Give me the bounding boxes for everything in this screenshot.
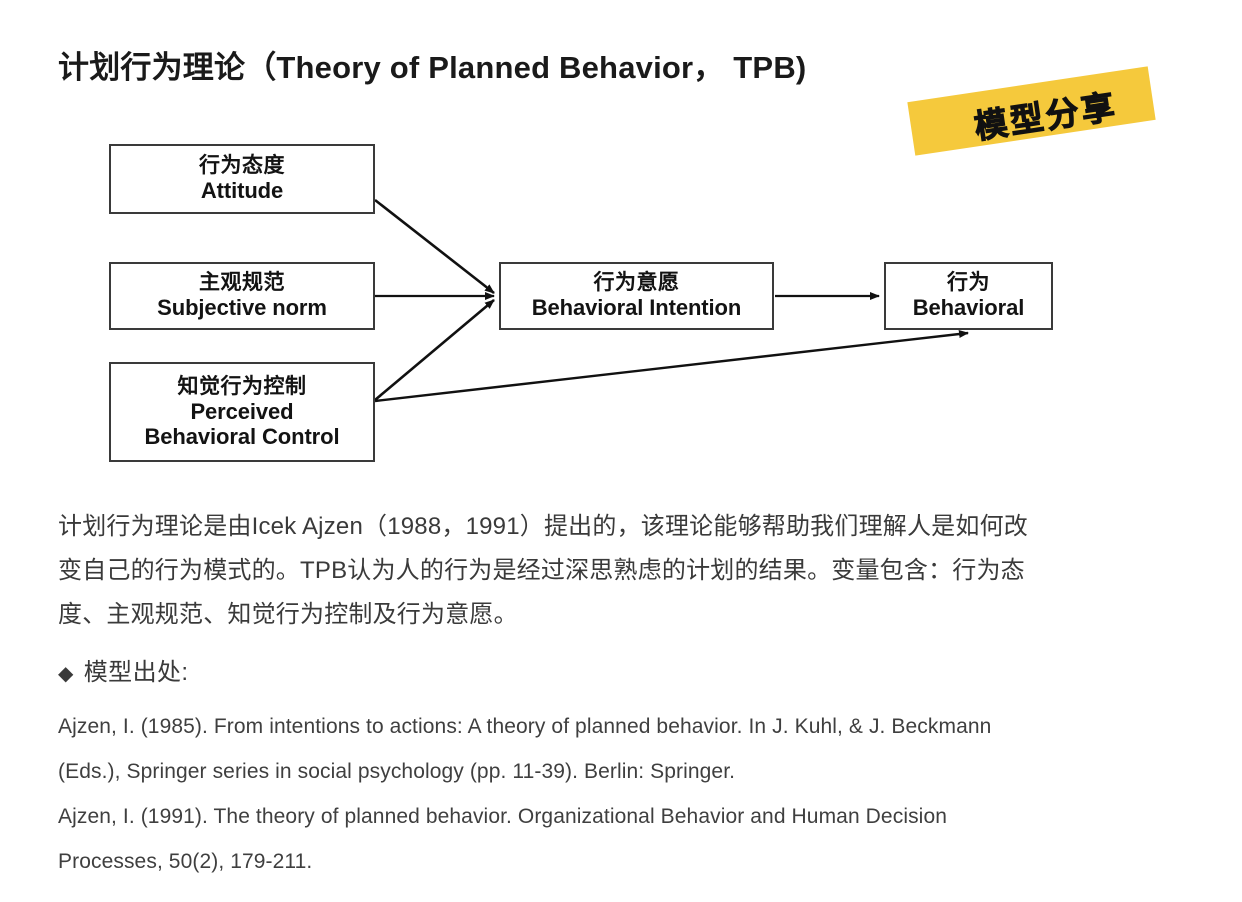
paragraph-line: 变自己的行为模式的。TPB认为人的行为是经过深思熟虑的计划的结果。变量包含：行为… bbox=[58, 557, 1025, 584]
tpb-model-diagram: 行为态度 Attitude 主观规范 Subjective norm 知觉行为控… bbox=[0, 120, 1242, 490]
diamond-bullet-icon: ◆ bbox=[58, 663, 74, 685]
paragraph-line: 度、主观规范、知觉行为控制及行为意愿。 bbox=[58, 601, 518, 628]
node-attitude-cn: 行为态度 bbox=[199, 154, 285, 178]
source-heading-label: 模型出处: bbox=[83, 659, 189, 686]
node-behavioral-en: Behavioral bbox=[912, 295, 1025, 321]
edge-pbc-to-intention bbox=[374, 299, 495, 401]
node-intention-cn: 行为意愿 bbox=[593, 271, 680, 295]
node-intention-en: Behavioral Intention bbox=[531, 295, 742, 321]
node-behavioral-cn: 行为 bbox=[947, 271, 990, 295]
node-subjective-norm-cn: 主观规范 bbox=[199, 271, 285, 295]
node-subjective-norm: 主观规范 Subjective norm bbox=[109, 262, 375, 330]
node-attitude-en: Attitude bbox=[200, 178, 284, 204]
paragraph-line: 计划行为理论是由Icek Ajzen（1988，1991）提出的，该理论能够帮助… bbox=[58, 513, 1028, 540]
edge-pbc-to-behavioral bbox=[374, 330, 969, 403]
node-attitude: 行为态度 Attitude bbox=[109, 144, 375, 214]
node-subjective-norm-en: Subjective norm bbox=[157, 295, 327, 321]
page-title: 计划行为理论（Theory of Planned Behavior， TPB) bbox=[58, 50, 807, 85]
reference-line: Ajzen, I. (1991). The theory of planned … bbox=[58, 805, 948, 828]
node-perceived-behavioral-control: 知觉行为控制 Perceived Behavioral Control bbox=[109, 362, 375, 462]
diagram-connectors bbox=[374, 198, 969, 403]
reference-line: Processes, 50(2), 179-211. bbox=[58, 850, 313, 873]
reference-list: Ajzen, I. (1985). From intentions to act… bbox=[58, 704, 1193, 884]
reference-line: Ajzen, I. (1985). From intentions to act… bbox=[58, 715, 992, 738]
node-pbc-en-line1: Perceived bbox=[190, 398, 294, 424]
body-copy: 计划行为理论是由Icek Ajzen（1988，1991）提出的，该理论能够帮助… bbox=[58, 505, 1193, 884]
source-heading-row: ◆ 模型出处: bbox=[58, 653, 1193, 694]
node-behavioral-intention: 行为意愿 Behavioral Intention bbox=[499, 262, 774, 330]
node-pbc-cn: 知觉行为控制 bbox=[177, 374, 307, 398]
node-pbc-en-line2: Behavioral Control bbox=[144, 423, 340, 449]
edge-attitude-to-intention bbox=[374, 198, 495, 295]
reference-line: (Eds.), Springer series in social psycho… bbox=[58, 760, 736, 783]
node-behavioral: 行为 Behavioral bbox=[884, 262, 1053, 330]
